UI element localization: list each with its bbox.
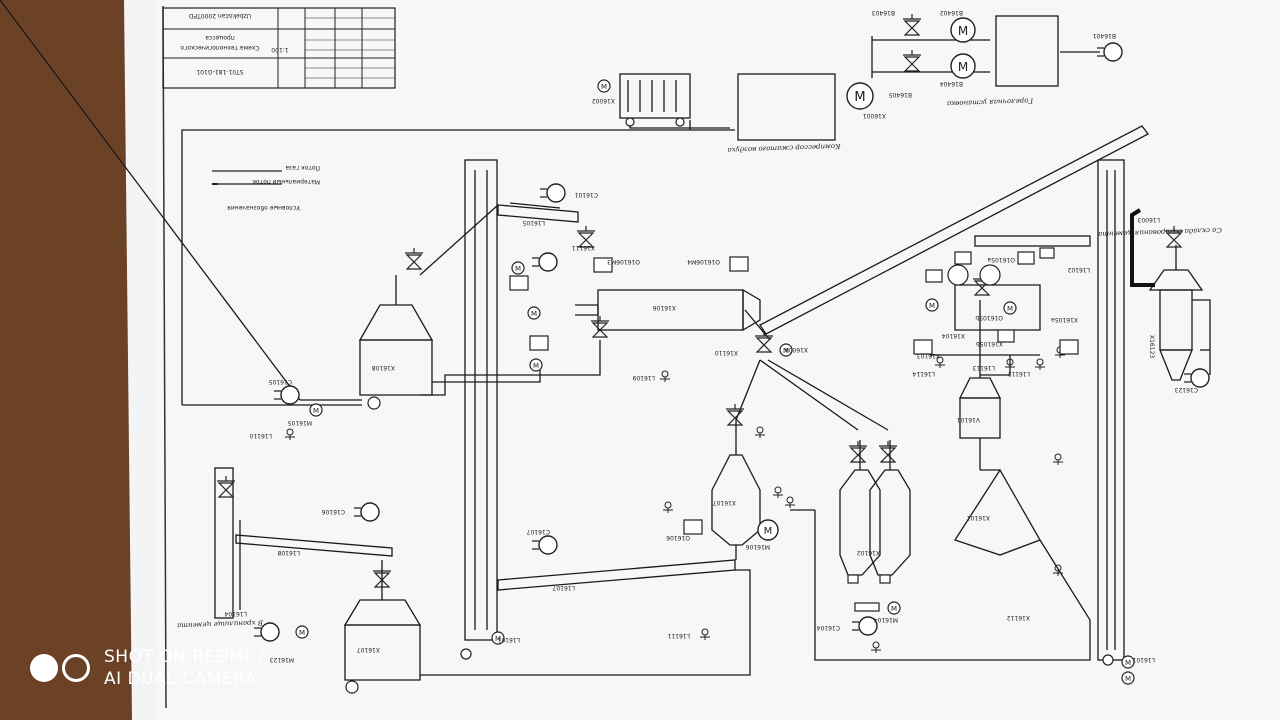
title-doc-number: ST01-181-G101 xyxy=(196,68,243,75)
motor-icon xyxy=(1003,301,1017,315)
motor-icon xyxy=(295,625,309,639)
label-motor-m16105: M16105 xyxy=(288,419,312,426)
motors: M M M M xyxy=(295,17,1135,685)
label-o16106m: O16106M4 xyxy=(687,258,720,265)
motor-icon xyxy=(597,79,611,93)
legend-material-flow: Материальный поток xyxy=(252,178,320,185)
label-belt-left: L16108 xyxy=(277,549,300,556)
motor-icon xyxy=(309,403,323,417)
label-l16102: L16102 xyxy=(1067,266,1090,273)
label-l16114: L16114 xyxy=(912,370,935,377)
label-o16106m3: O16106M3 xyxy=(607,258,640,265)
label-hopper-top: X16108 xyxy=(372,364,395,371)
legend: Поток газа Материальный поток Условные о… xyxy=(212,164,320,211)
label-x16105a: X16105a xyxy=(1051,316,1078,323)
paper-inner xyxy=(158,0,1280,720)
label-l16109: L16109 xyxy=(632,374,655,381)
drawing-frame-left xyxy=(162,5,167,709)
label-l16003: L16003 xyxy=(1137,216,1160,223)
caption-burner: Горелочная установка xyxy=(947,96,1034,107)
label-fan-c16104: C16104 xyxy=(817,624,840,631)
motor-icon xyxy=(1121,671,1135,685)
label-compressor-motor: X16001 xyxy=(863,112,886,119)
label-hopper-bottom: X16107 xyxy=(357,646,380,653)
label-fan-c16107: C16107 xyxy=(527,528,550,535)
label-valve-b16403: B16403 xyxy=(872,9,895,16)
caption-compressor: Компрессор сжатого воздуха xyxy=(727,142,841,154)
label-fan-c16123: C16123 xyxy=(1175,386,1198,393)
title-line-1: Схема технологического xyxy=(180,44,259,51)
title-block: ST01-181-G101 Схема технологического про… xyxy=(162,7,396,89)
label-valve-b16404: B16404 xyxy=(940,80,963,87)
label-dosing: X16123 xyxy=(1148,335,1155,358)
camera-logo-icon xyxy=(30,654,90,682)
label-belt-bottom: L16107 xyxy=(552,584,575,591)
watermark-line-2: AI DUAL CAMERA xyxy=(104,669,257,689)
motor-icon xyxy=(527,306,541,320)
svg-text:M: M xyxy=(854,90,865,105)
legend-heading: Условные обозначения xyxy=(227,204,300,211)
label-x16004: X16004 xyxy=(785,346,808,353)
label-cooler: X16002 xyxy=(592,97,615,104)
caption-to-storage: В хранилище цемента xyxy=(177,618,264,629)
label-l16111: L16111 xyxy=(667,632,690,639)
legend-gas-flow: Поток газа xyxy=(285,164,320,171)
label-x16110: X16110 xyxy=(715,349,738,356)
svg-text:M: M xyxy=(958,24,968,38)
label-valve-b16405: B16405 xyxy=(889,91,912,98)
motor-icon xyxy=(925,298,939,312)
title-scale: 1:100 xyxy=(271,46,288,53)
label-cyclone: X16102 xyxy=(857,549,880,556)
label-separator: X16101 xyxy=(967,514,990,521)
dosing-feed-line xyxy=(1130,208,1155,287)
label-x16111: X16111 xyxy=(572,244,595,251)
label-fan-b16401: B16401 xyxy=(1093,32,1116,39)
label-mill: X16106 xyxy=(653,304,676,311)
label-o16105b: O16105b xyxy=(975,314,1003,321)
motor-icon xyxy=(1121,655,1135,669)
motor-icon xyxy=(887,601,901,615)
label-l16110: L16110 xyxy=(249,432,272,439)
ring-circle-icon xyxy=(62,654,90,682)
label-motor-m16104: M16104 xyxy=(874,616,898,623)
svg-text:M: M xyxy=(958,60,968,74)
watermark-line-1: SHOT ON REDMI 7 xyxy=(104,647,268,667)
label-valve-b16402: B16402 xyxy=(940,9,963,16)
label-elevator-left: L16101 xyxy=(497,636,520,643)
label-fan-c16106: C16106 xyxy=(322,508,345,515)
label-x16103: X16103 xyxy=(917,352,940,359)
title-line-2: процесса xyxy=(205,34,235,41)
label-l16112: X16112 xyxy=(1007,614,1030,621)
label-elevator-right: L16101 xyxy=(1132,656,1155,663)
label-motor-m16123: M16123 xyxy=(270,656,294,663)
label-belt-top: L16105 xyxy=(522,219,545,226)
pipework xyxy=(0,0,1211,681)
motor-icon xyxy=(511,261,525,275)
label-x16105b: X16105b xyxy=(976,340,1003,347)
label-l16113: L16113 xyxy=(972,364,995,371)
label-fan-c16105: C16105 xyxy=(269,378,292,385)
motor-icon xyxy=(529,358,543,372)
filled-circle-icon xyxy=(30,654,58,682)
svg-text:M: M xyxy=(764,526,773,537)
title-organization: Uzbekistan 2000TPD xyxy=(189,12,252,19)
label-o16106: O16106 xyxy=(666,534,690,541)
camera-watermark: SHOT ON REDMI 7 AI DUAL CAMERA xyxy=(30,646,267,690)
label-motor-m16106: M16106 xyxy=(746,543,770,550)
label-l16104: L16104 xyxy=(224,610,247,617)
label-o16105a: O16105a xyxy=(987,256,1015,263)
watermark-text: SHOT ON REDMI 7 AI DUAL CAMERA xyxy=(104,646,267,690)
label-l16112b: L16112 xyxy=(1007,370,1030,377)
label-bin-right: V16101 xyxy=(957,416,980,423)
label-fan-c16101: C16101 xyxy=(575,191,598,198)
feeders xyxy=(345,117,1114,694)
label-bin-mid: X16107 xyxy=(713,499,736,506)
label-screw: X16104 xyxy=(942,332,965,339)
